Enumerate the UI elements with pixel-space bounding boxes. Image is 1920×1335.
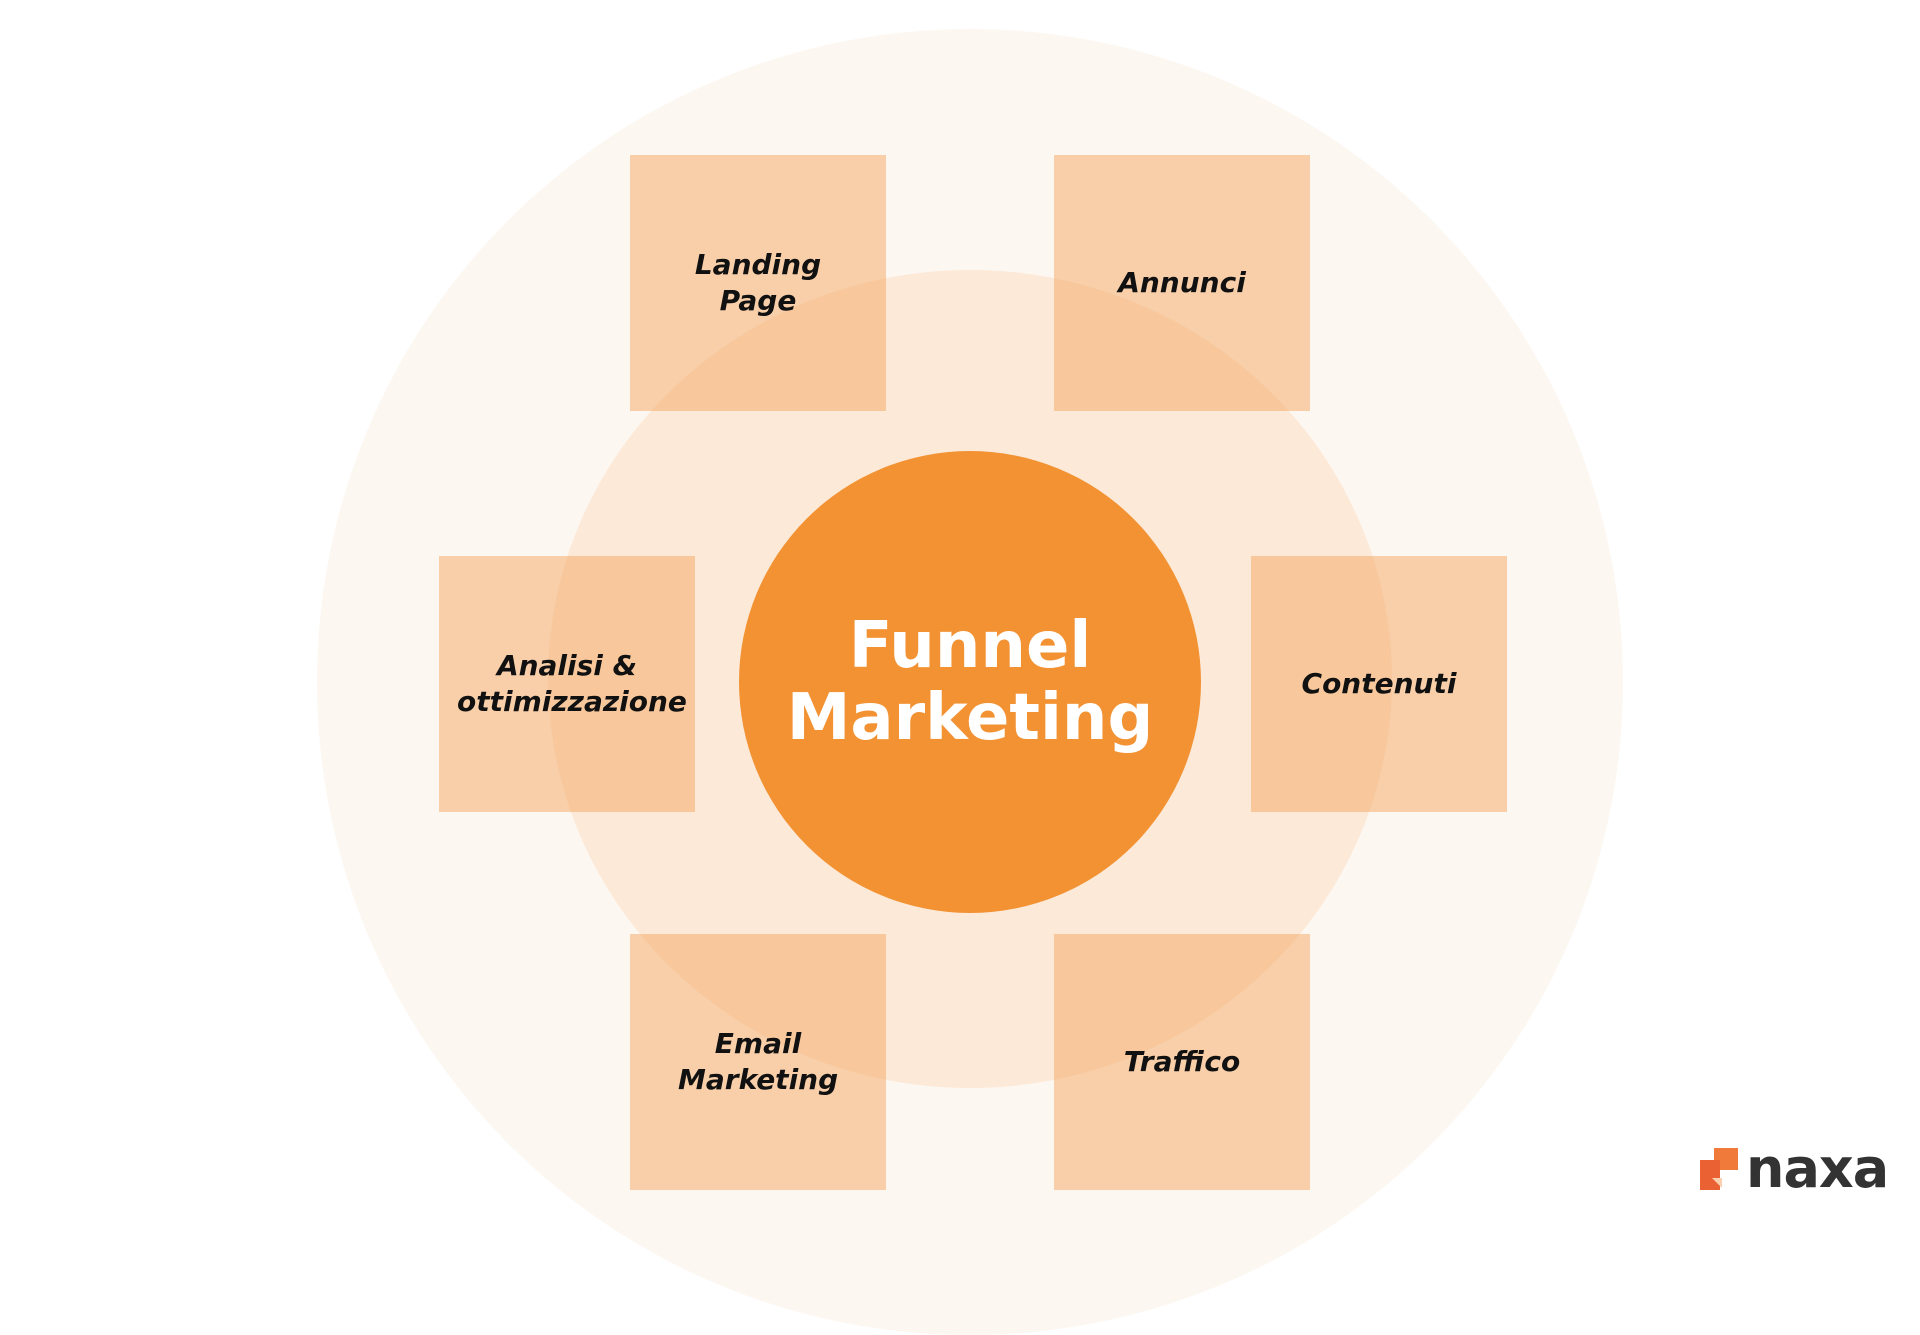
item-traffico: Traffico <box>1054 934 1310 1190</box>
item-label: Analisi & ottimizzazione <box>457 649 687 718</box>
item-analisi: Analisi & ottimizzazione <box>439 556 695 812</box>
item-label: Email Marketing <box>678 1027 839 1096</box>
logo-mark-icon <box>1700 1148 1738 1190</box>
item-label: Landing Page <box>694 248 822 317</box>
item-label: Traffico <box>1123 1045 1241 1078</box>
item-label: Annunci <box>1118 266 1246 299</box>
item-email-marketing: Email Marketing <box>630 934 886 1190</box>
item-annunci: Annunci <box>1054 155 1310 411</box>
logo-text: naxa <box>1746 1137 1889 1200</box>
center-circle: Funnel Marketing <box>739 451 1201 913</box>
item-contenuti: Contenuti <box>1251 556 1507 812</box>
naxa-logo: naxa <box>1700 1137 1889 1200</box>
center-title-line1: Funnel <box>848 609 1092 683</box>
item-landing-page: Landing Page <box>630 155 886 411</box>
item-label: Contenuti <box>1301 667 1457 700</box>
center-title-line2: Marketing <box>786 681 1154 755</box>
